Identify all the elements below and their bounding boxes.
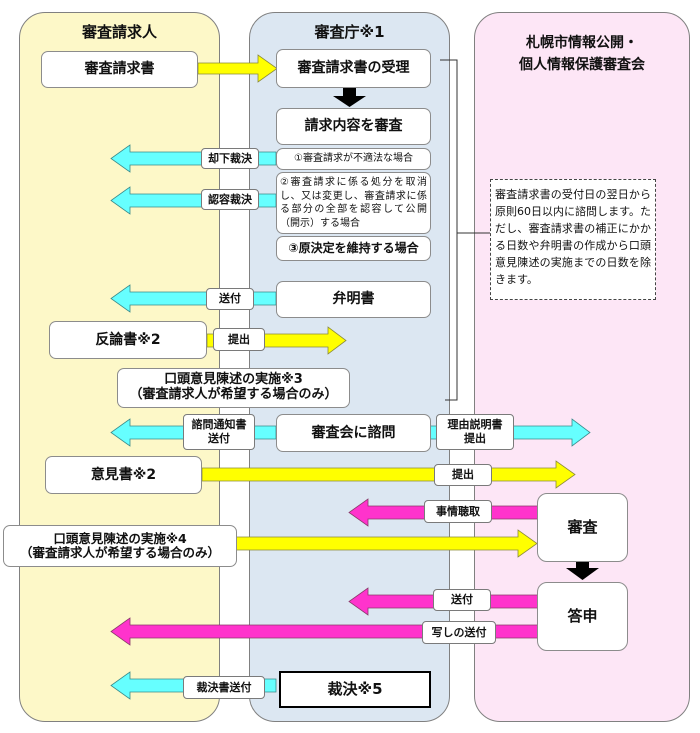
opinion-box: 意見書※2	[45, 456, 202, 494]
arrow-request	[197, 54, 278, 83]
consult-notice-label: 諮問通知書 送付	[183, 414, 255, 450]
reason-line1: 理由説明書	[447, 418, 503, 432]
copy-send-label: 写しの送付	[422, 621, 496, 644]
deliberation-box: 審査	[537, 493, 628, 562]
dismissal-label: 却下裁決	[201, 148, 259, 169]
arrow-opinion	[201, 460, 576, 489]
reason-line2: 提出	[464, 432, 486, 445]
oral-hearing-1-title: 口頭意見陳述の実施※3	[164, 372, 303, 388]
lane-title-agency: 審査庁※1	[314, 23, 385, 41]
oral-hearing-2-condition: （審査請求人が希望する場合のみ）	[19, 545, 220, 560]
submit-label: 提出	[213, 328, 265, 351]
report-box: 答申	[537, 582, 628, 651]
lane-title-council-2: 個人情報保護審査会	[519, 57, 645, 73]
period-note: 審査請求書の受付日の翌日から原則60日以内に諮問します。ただし、審査請求書の補正…	[490, 179, 656, 300]
case-3-box: ③原決定を維持する場合	[276, 236, 431, 261]
case-2-box: ②審査請求に係る処分を取消し、又は変更し、審査請求に係る部分の全部を認容して公開…	[276, 172, 431, 234]
request-doc-box: 審査請求書	[41, 51, 198, 88]
oral-hearing-1-condition: （審査請求人が希望する場合のみ）	[129, 387, 338, 402]
arrow-oral2	[233, 529, 538, 558]
oral-hearing-2-box: 口頭意見陳述の実施※4 （審査請求人が希望する場合のみ）	[3, 525, 237, 567]
arrow-down-deliberation	[566, 562, 599, 580]
lane-requester: 審査請求人	[19, 12, 220, 722]
approval-label: 認容裁決	[201, 189, 259, 210]
send-label: 送付	[206, 288, 254, 310]
opinion-submit-label: 提出	[434, 464, 492, 486]
decision-box: 裁決※5	[279, 671, 431, 708]
lane-title-council-1: 札幌市情報公開・	[526, 35, 638, 51]
explanation-box: 弁明書	[276, 281, 431, 318]
arrow-down-receipt	[333, 88, 366, 107]
report-send-label: 送付	[433, 589, 491, 611]
period-bracket	[440, 59, 458, 401]
oral-hearing-1-box: 口頭意見陳述の実施※3 （審査請求人が希望する場合のみ）	[117, 368, 350, 408]
consult-box: 審査会に諮問	[276, 414, 431, 452]
reason-submit-label: 理由説明書 提出	[436, 414, 514, 450]
rebuttal-box: 反論書※2	[49, 321, 207, 359]
oral-hearing-2-title: 口頭意見陳述の実施※4	[53, 530, 187, 546]
consult-notice-line1: 諮問通知書	[191, 418, 247, 432]
hearing-label: 事情聴取	[424, 500, 492, 523]
review-content-box: 請求内容を審査	[276, 108, 431, 145]
receipt-box: 審査請求書の受理	[276, 49, 431, 88]
lane-title-requester: 審査請求人	[81, 23, 157, 41]
case-1-box: ①審査請求が不適法な場合	[276, 148, 431, 170]
consult-notice-line2: 送付	[208, 432, 230, 445]
decision-send-label: 裁決書送付	[183, 676, 265, 699]
